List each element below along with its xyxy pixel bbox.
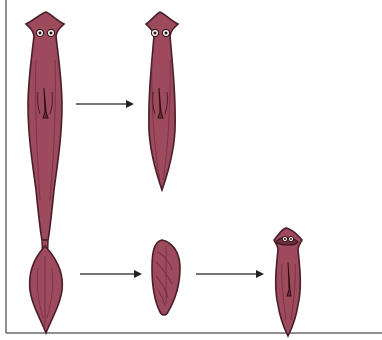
arrow-icon [196, 270, 264, 278]
planarian-head-regrown [146, 12, 178, 190]
planarian-original-tail [30, 246, 63, 333]
pupil [50, 32, 53, 35]
planarian-tail-regenerated [274, 228, 302, 336]
pupil [39, 32, 42, 35]
planarian-tail-fragment [152, 240, 180, 315]
arrow-icon [76, 100, 134, 108]
arrow-icon [80, 270, 142, 278]
planarian-original [26, 12, 64, 333]
planarian-original-front [26, 12, 64, 240]
